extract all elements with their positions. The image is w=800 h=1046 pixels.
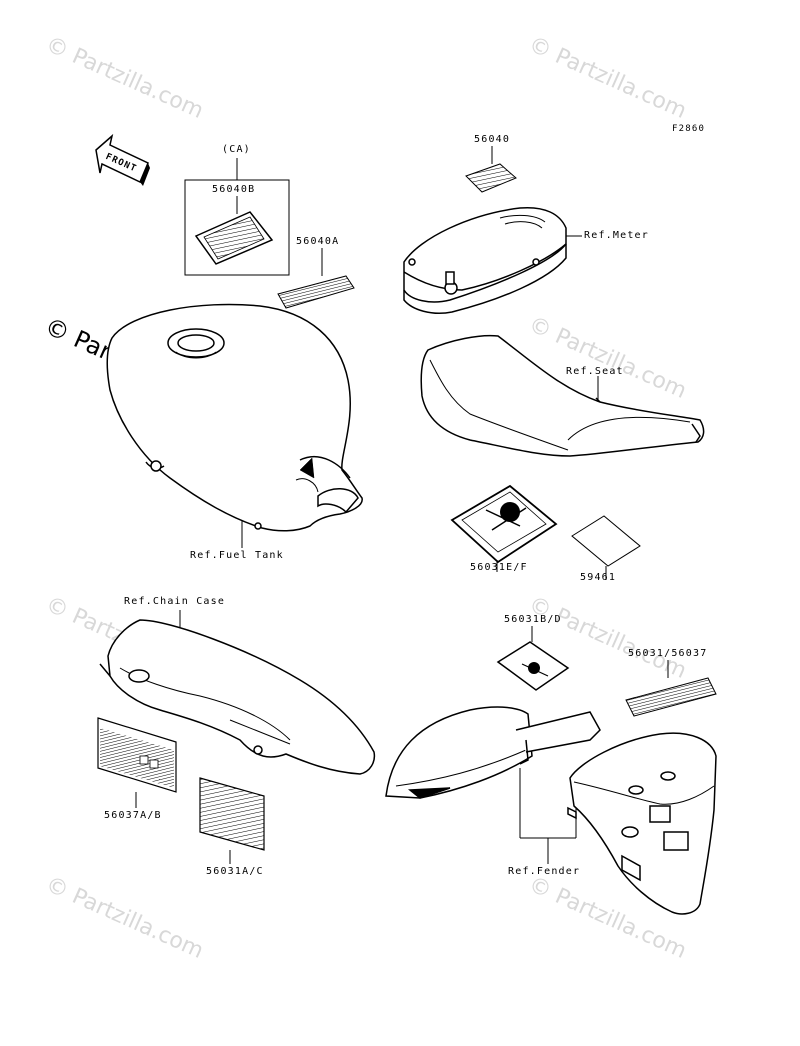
label-ref-chain-case: Ref.Chain Case (124, 596, 226, 607)
decal-59461 (571, 515, 641, 580)
ca-label-box (184, 158, 290, 276)
decal-56031ac (199, 777, 265, 864)
label-56031bd: 56031B/D (504, 614, 562, 625)
decal-56040a (277, 248, 355, 309)
label-56031ef: 56031E/F (470, 562, 528, 573)
decal-56031-56037 (625, 660, 717, 717)
rear-fender (385, 706, 601, 838)
chain-case (99, 610, 376, 775)
label-ref-meter: Ref.Meter (584, 230, 649, 241)
label-ref-fender: Ref.Fender (508, 866, 581, 877)
label-59461: 59461 (580, 572, 617, 583)
figure-code: F2860 (672, 124, 706, 134)
label-ref-fuel-tank: Ref.Fuel Tank (190, 550, 284, 561)
label-ca: (CA) (222, 144, 251, 155)
mud-guard (520, 732, 717, 915)
seat (420, 334, 705, 457)
label-56040: 56040 (474, 134, 511, 145)
fuel-tank (106, 303, 363, 548)
label-56037ab: 56037A/B (104, 810, 162, 821)
label-56040a: 56040A (296, 236, 340, 247)
decal-56040 (465, 146, 517, 193)
label-56040b: 56040B (212, 184, 256, 195)
meter-housing (403, 206, 582, 314)
label-ref-seat: Ref.Seat (566, 366, 624, 377)
decal-56031bd (496, 626, 570, 691)
label-56031ac: 56031A/C (206, 866, 264, 877)
front-arrow-icon (95, 133, 150, 186)
decal-56037ab (97, 717, 177, 808)
label-56031-56037: 56031/56037 (628, 648, 708, 659)
decal-56031ef (450, 484, 558, 572)
